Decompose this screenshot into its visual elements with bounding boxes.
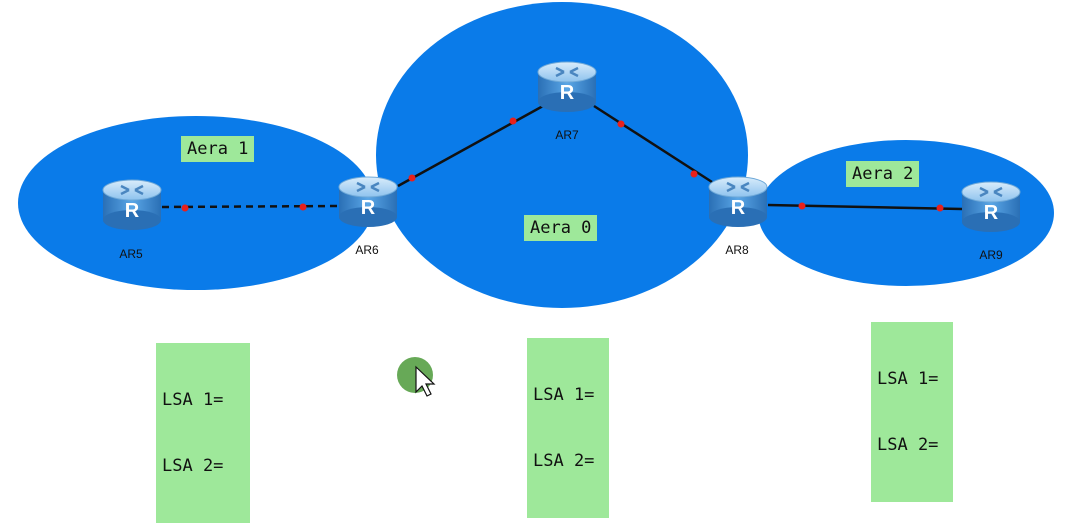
area1-region	[18, 116, 374, 290]
area2-label: Aera 2	[846, 161, 920, 187]
topology-canvas	[18, 2, 1054, 397]
router-ar8-icon[interactable]: R	[705, 173, 771, 229]
link-dot	[181, 204, 189, 212]
lsa-line-1: LSA 1=	[162, 390, 224, 410]
link-dot	[798, 202, 806, 210]
network-topology-diagram: R R R R	[18, 2, 1054, 523]
router-glyph: R	[984, 202, 999, 224]
lsa-box-area1: LSA 1= LSA 2=	[156, 343, 250, 523]
lsa-line-1: LSA 1=	[877, 369, 939, 389]
link-dot	[509, 117, 517, 125]
link-dot	[936, 204, 944, 212]
area1-label: Aera 1	[181, 136, 255, 162]
link-dot	[299, 203, 307, 211]
router-ar7-icon[interactable]: R	[534, 58, 600, 114]
router-ar9-label: AR9	[979, 248, 1003, 262]
link-dot	[617, 120, 625, 128]
lsa-line-2: LSA 2=	[162, 456, 224, 476]
router-ar5-label: AR5	[119, 247, 143, 261]
lsa-line-1: LSA 1=	[533, 385, 595, 405]
link-dot	[690, 170, 698, 178]
router-ar7-label: AR7	[555, 128, 579, 142]
router-glyph: R	[560, 82, 575, 104]
lsa-line-2: LSA 2=	[533, 451, 595, 471]
router-ar6-label: AR6	[355, 243, 379, 257]
link-ar7-ar8	[593, 104, 713, 184]
area0-label: Aera 0	[524, 215, 598, 241]
router-glyph: R	[731, 197, 746, 219]
router-glyph: R	[361, 197, 376, 219]
lsa-box-area2: LSA 1= LSA 2=	[871, 322, 953, 502]
link-ar6-ar7	[397, 104, 544, 188]
link-dots	[181, 117, 944, 212]
mouse-pointer-icon	[415, 365, 436, 397]
link-ar5-ar6	[161, 204, 341, 209]
lsa-box-area0: LSA 1= LSA 2=	[527, 338, 609, 518]
router-ar5-icon[interactable]: R	[99, 176, 165, 232]
router-ar9-icon[interactable]: R	[958, 178, 1024, 234]
router-glyph: R	[125, 200, 140, 222]
lsa-line-2: LSA 2=	[877, 435, 939, 455]
area0-region	[376, 2, 748, 308]
link-dot	[408, 174, 416, 182]
router-ar6-icon[interactable]: R	[335, 173, 401, 229]
router-ar8-label: AR8	[725, 243, 749, 257]
area2-region	[758, 140, 1054, 286]
